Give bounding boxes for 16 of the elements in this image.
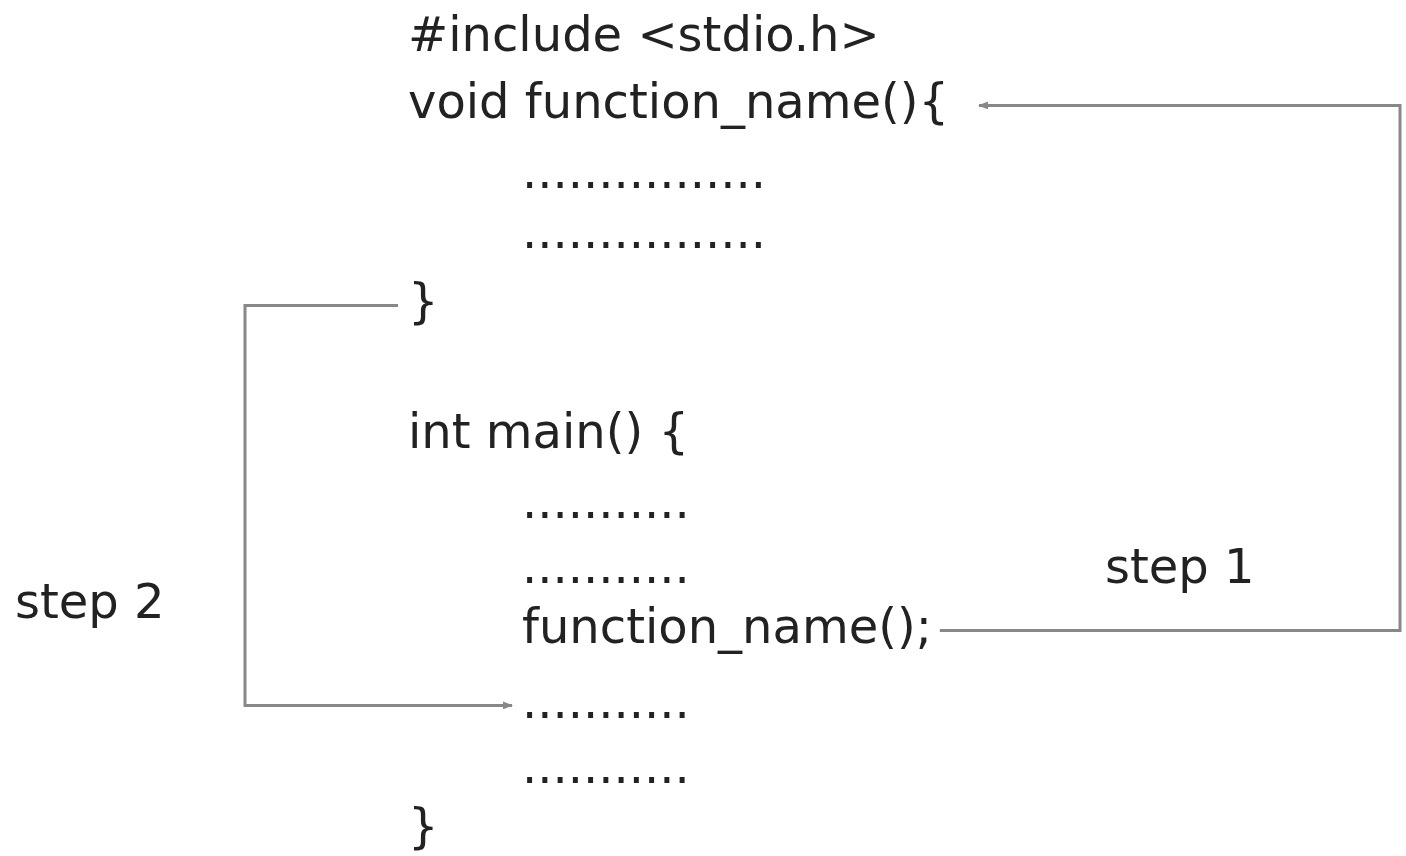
code-line: #include <stdio.h> — [408, 8, 880, 61]
dotted-line: ........... — [522, 740, 690, 793]
dotted-line: ........... — [522, 675, 690, 728]
closing-brace: } — [408, 275, 439, 328]
edge-label: step 1 — [1105, 540, 1255, 593]
code-line: void function_name(){ — [408, 75, 950, 128]
dotted-line: ................ — [522, 145, 767, 198]
code-line: function_name(); — [522, 600, 932, 653]
edge-label: step 2 — [15, 575, 165, 628]
dotted-line: ........... — [522, 475, 690, 528]
dotted-line: ........... — [522, 540, 690, 593]
code-line: int main() { — [408, 405, 689, 458]
arrow — [243, 303, 513, 710]
arrow — [939, 101, 1402, 632]
closing-brace: } — [408, 800, 439, 853]
dotted-line: ................ — [522, 205, 767, 258]
